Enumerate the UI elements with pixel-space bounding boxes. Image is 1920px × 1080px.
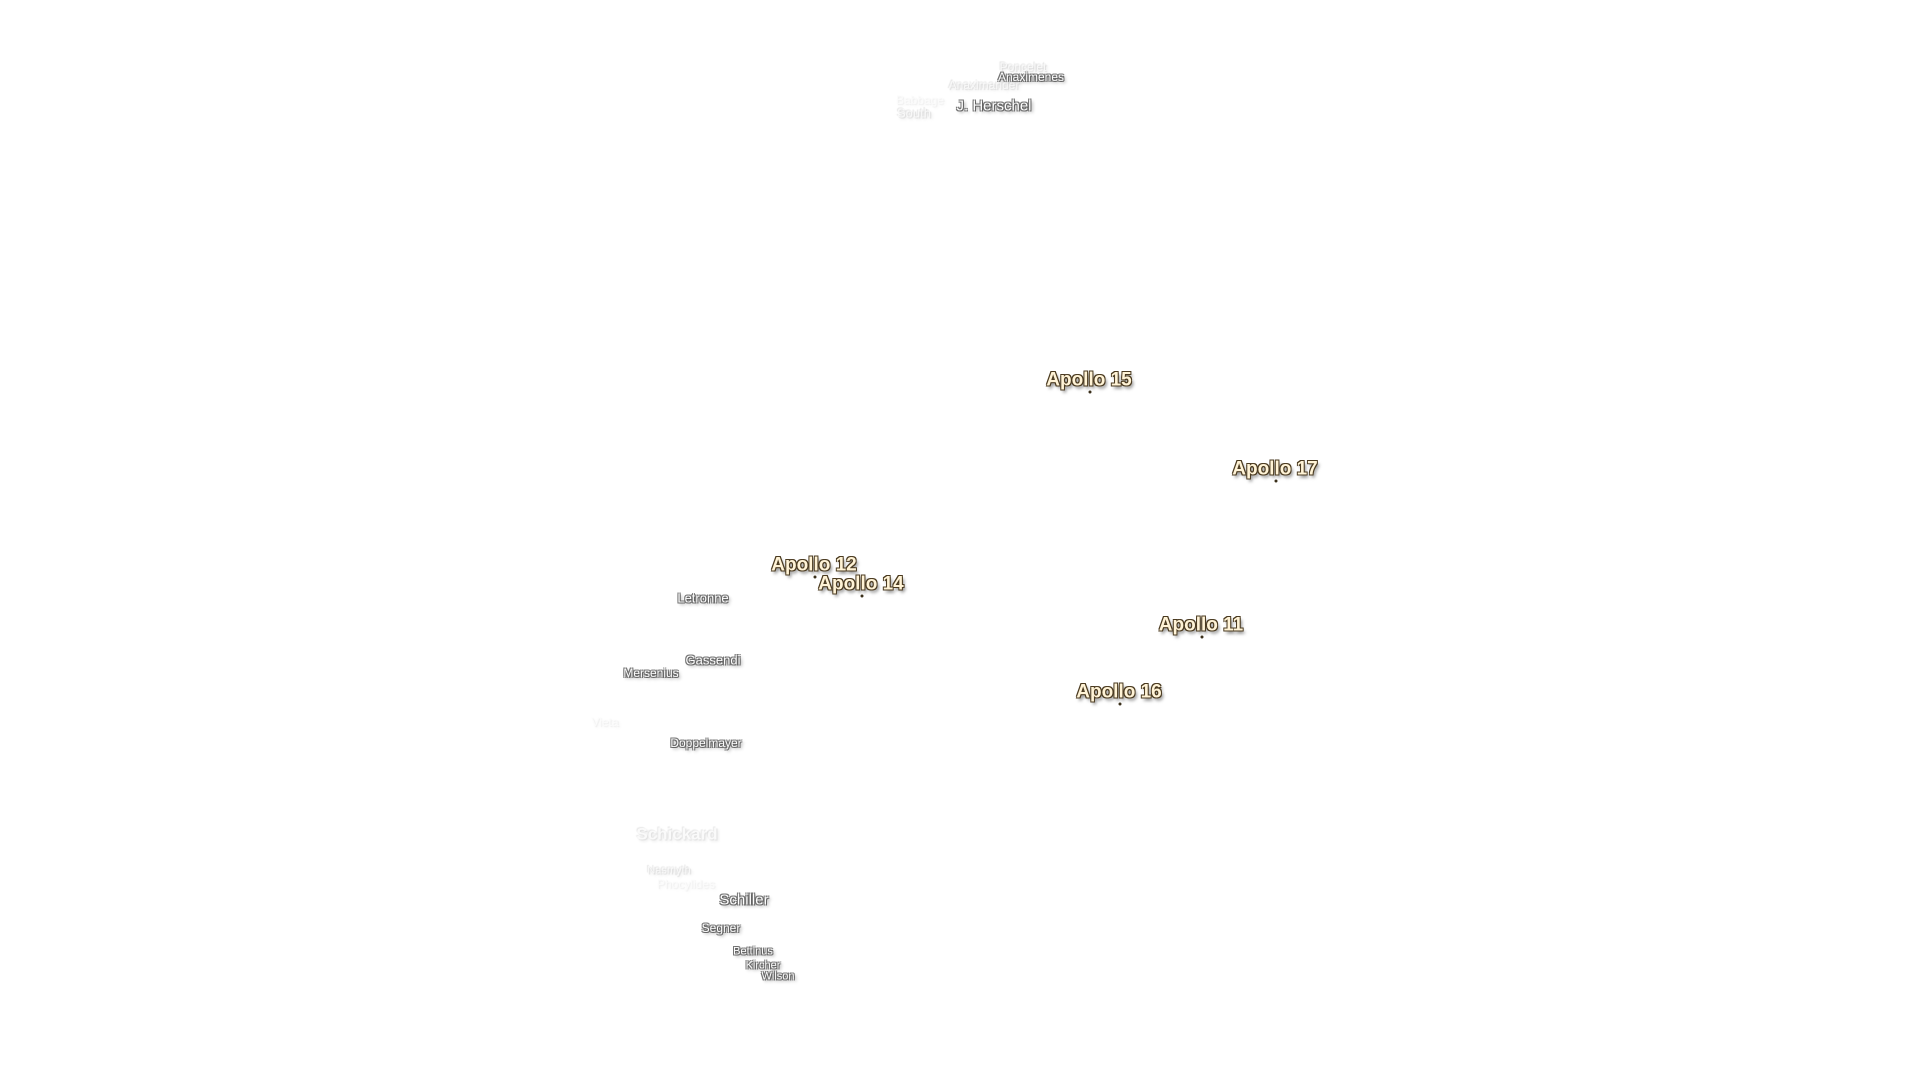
crater-label-babbage: Babbage (895, 93, 945, 107)
crater-label-south: South (897, 105, 931, 121)
crater-label-gassendi: Gassendi (685, 652, 741, 668)
crater-label-anaximenes: Anaximenes (997, 70, 1065, 84)
landing-site-marker-apollo-15[interactable] (1088, 390, 1092, 394)
crater-label-wilson: Wilson (761, 970, 795, 983)
crater-label-anaximander: Anaximander (948, 78, 1020, 92)
crater-label-mersenius: Mersenius (623, 666, 679, 680)
landing-site-label-apollo-12[interactable]: Apollo 12 (771, 554, 857, 576)
landing-site-label-apollo-15[interactable]: Apollo 15 (1046, 369, 1132, 391)
landing-site-marker-apollo-11[interactable] (1200, 635, 1204, 639)
crater-label-letronne: Letronne (677, 590, 729, 606)
crater-label-schickard: Schickard (636, 824, 718, 844)
landing-site-label-apollo-17[interactable]: Apollo 17 (1232, 458, 1318, 480)
landing-site-marker-apollo-12[interactable] (813, 575, 817, 579)
landing-site-marker-apollo-14[interactable] (860, 594, 864, 598)
crater-label-vieta: Vieta (591, 715, 619, 729)
crater-label-bettinus: Bettinus (733, 945, 773, 958)
crater-label-schiller: Schiller (719, 891, 769, 909)
landing-site-marker-apollo-16[interactable] (1118, 702, 1122, 706)
crater-label-nasmyth: Nasmyth (647, 864, 691, 877)
landing-site-label-apollo-16[interactable]: Apollo 16 (1076, 681, 1162, 703)
landing-site-marker-apollo-17[interactable] (1274, 479, 1278, 483)
crater-label-doppelmayer: Doppelmayer (670, 736, 742, 750)
crater-label-phocylides: Phocylides (656, 877, 716, 891)
landing-site-label-apollo-14[interactable]: Apollo 14 (818, 573, 904, 595)
crater-label-j-herschel: J. Herschel (956, 97, 1032, 115)
landing-site-label-apollo-11[interactable]: Apollo 11 (1158, 614, 1244, 636)
crater-label-kircher: Kircher (745, 959, 781, 972)
crater-label-poncelet: Poncelet (999, 60, 1047, 74)
crater-label-segner: Segner (701, 921, 741, 935)
